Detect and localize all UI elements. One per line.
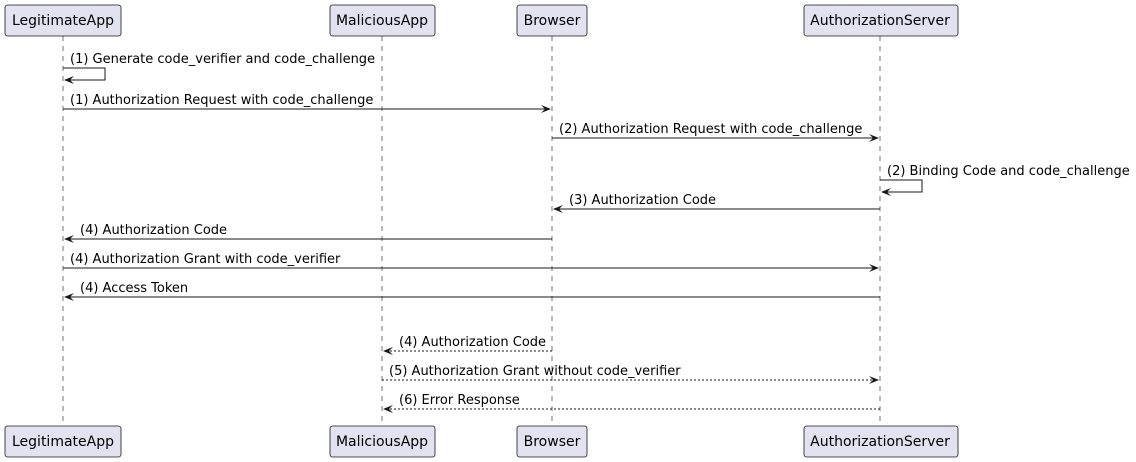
message-1: (1) Generate code_verifier and code_chal… — [63, 52, 375, 84]
arrowhead — [64, 293, 74, 301]
participant-mal-bottom: MaliciousApp — [329, 425, 436, 458]
message-label: (4) Authorization Code — [399, 335, 546, 350]
participants-top: LegitimateApp MaliciousApp Browser Authoriz… — [4, 4, 959, 37]
message-8: (4) Access Token — [64, 281, 880, 301]
participants-bottom: LegitimateApp MaliciousApp Browser Authoriz… — [4, 425, 959, 458]
participant-box — [516, 425, 588, 458]
lifelines — [62, 36, 881, 426]
message-label: (2) Binding Code and code_challenge — [887, 164, 1130, 179]
message-line — [880, 179, 923, 193]
participant-label: Browser — [524, 13, 581, 29]
participant-label: MaliciousApp — [336, 13, 428, 29]
arrowhead — [541, 105, 551, 113]
messages: (1) Generate code_verifier and code_chal… — [63, 52, 1130, 413]
message-6: (4) Authorization Code — [64, 223, 552, 243]
participant-mal-top: MaliciousApp — [329, 4, 436, 37]
arrowhead — [881, 188, 891, 196]
message-10: (5) Authorization Grant without code_ver… — [382, 364, 879, 384]
arrowhead — [64, 235, 74, 243]
message-9: (4) Authorization Code — [383, 335, 552, 355]
participant-browser-top: Browser — [516, 4, 588, 37]
message-label: (6) Error Response — [399, 393, 520, 408]
message-label: (4) Access Token — [80, 281, 188, 296]
message-4: (2) Binding Code and code_challenge — [880, 164, 1130, 196]
arrowhead — [869, 376, 879, 384]
message-label: (2) Authorization Request with code_chal… — [559, 122, 862, 137]
participant-box — [4, 425, 122, 458]
participant-auth-bottom: AuthorizationServer — [803, 425, 959, 458]
participant-browser-bottom: Browser — [516, 425, 588, 458]
message-3: (2) Authorization Request with code_chal… — [552, 122, 879, 142]
message-label: (5) Authorization Grant without code_ver… — [389, 364, 681, 379]
participant-label: Browser — [524, 434, 581, 450]
arrowhead — [383, 405, 393, 413]
message-line — [63, 67, 106, 81]
message-2: (1) Authorization Request with code_chal… — [63, 93, 551, 113]
participant-box — [516, 4, 588, 37]
message-label: (4) Authorization Grant with code_verifi… — [70, 252, 341, 267]
participant-box — [803, 425, 959, 458]
participant-box — [4, 4, 122, 37]
participant-label: MaliciousApp — [336, 434, 428, 450]
message-11: (6) Error Response — [383, 393, 880, 413]
participant-legit-top: LegitimateApp — [4, 4, 122, 37]
participant-label: AuthorizationServer — [810, 434, 950, 450]
participant-auth-top: AuthorizationServer — [803, 4, 959, 37]
participant-box — [329, 4, 436, 37]
message-label: (1) Generate code_verifier and code_chal… — [70, 52, 375, 67]
participant-legit-bottom: LegitimateApp — [4, 425, 122, 458]
message-label: (4) Authorization Code — [80, 223, 227, 238]
message-5: (3) Authorization Code — [553, 193, 880, 213]
arrowhead — [64, 76, 74, 84]
participant-box — [329, 425, 436, 458]
arrowhead — [869, 134, 879, 142]
participant-label: LegitimateApp — [12, 434, 114, 450]
participant-label: LegitimateApp — [12, 13, 114, 29]
message-7: (4) Authorization Grant with code_verifi… — [63, 252, 879, 272]
message-label: (1) Authorization Request with code_chal… — [70, 93, 373, 108]
participant-box — [803, 4, 959, 37]
participant-label: AuthorizationServer — [810, 13, 950, 29]
arrowhead — [553, 205, 563, 213]
arrowhead — [869, 264, 879, 272]
arrowhead — [383, 347, 393, 355]
message-label: (3) Authorization Code — [569, 193, 716, 208]
